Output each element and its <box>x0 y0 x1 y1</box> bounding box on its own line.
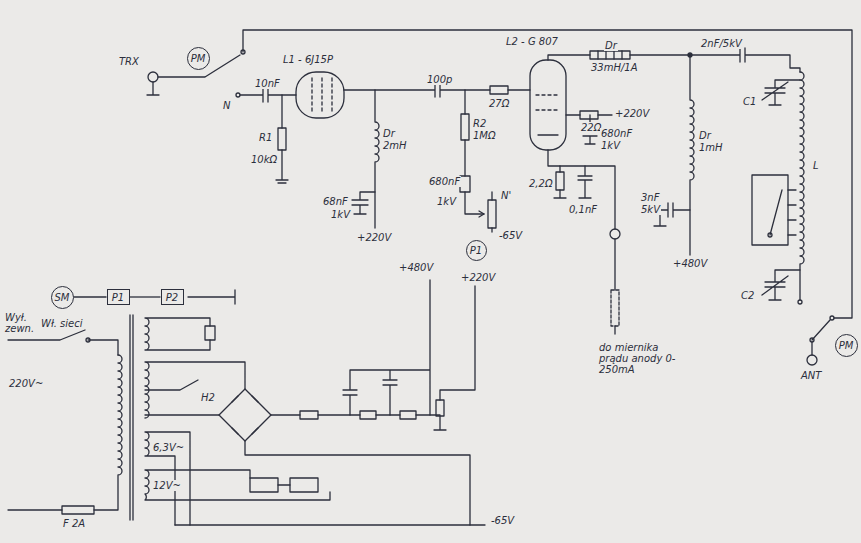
component-label: +480V <box>672 258 708 269</box>
marker-text: P1 <box>112 292 124 303</box>
component-label: R2 <box>472 118 487 129</box>
component-label: 1kV <box>330 209 351 220</box>
component-label: 3nF <box>640 192 660 203</box>
component-label: F 2A <box>62 518 86 529</box>
component-label: do miernika prądu anody 0-250mA <box>598 342 688 375</box>
component-label: 33mH/1A <box>590 62 639 73</box>
component-label: N <box>222 100 231 111</box>
component-label: 2mH <box>382 140 408 151</box>
marker-text: SM <box>55 292 70 303</box>
component-label: 10kΩ <box>250 154 278 165</box>
component-label: Dr <box>698 130 712 141</box>
component-label: 100p <box>426 74 453 85</box>
component-label: 220V~ <box>8 378 44 389</box>
component-label: 1MΩ <box>472 130 497 141</box>
component-label: 1kV <box>436 196 457 207</box>
component-label: 10nF <box>254 78 281 89</box>
component-label: R1 <box>258 132 273 143</box>
circled-marker: SM <box>51 286 74 309</box>
relay-box: P2 <box>161 289 184 305</box>
component-label: N' <box>500 190 512 201</box>
component-label: L1 - 6J15P <box>282 54 334 65</box>
circled-marker: PM <box>187 47 210 70</box>
component-label: H2 <box>200 392 216 403</box>
wire-connector <box>130 297 161 298</box>
wire-connector <box>74 297 107 298</box>
component-label: +220V <box>614 108 650 119</box>
marker-text: PM <box>839 340 854 351</box>
component-label: ANT <box>800 370 822 381</box>
component-label: 680nF <box>600 128 633 139</box>
component-label: +480V <box>398 262 434 273</box>
component-label: 680nF <box>428 176 461 187</box>
component-label: L2 - G 807 <box>505 36 559 47</box>
marker-text: PM <box>191 53 206 64</box>
marker-text: P1 <box>470 245 482 256</box>
component-label: 68nF <box>322 196 349 207</box>
circled-marker: P1 <box>466 240 487 261</box>
component-label: TRX <box>118 56 140 67</box>
component-label: 1mH <box>698 142 724 153</box>
circled-marker: PM <box>835 334 858 357</box>
component-label: -65V <box>490 515 515 526</box>
component-label: +220V <box>460 272 496 283</box>
marker-text: P2 <box>166 292 178 303</box>
component-label: 27Ω <box>488 98 510 109</box>
component-label: 2,2Ω <box>528 178 554 189</box>
component-label: Wł. sieci <box>40 318 84 329</box>
relay-box: P1 <box>107 289 130 305</box>
component-label: 0,1nF <box>568 204 598 215</box>
component-label: Dr <box>382 128 396 139</box>
component-label: +220V <box>356 232 392 243</box>
component-label: C1 <box>742 96 757 107</box>
component-label: -65V <box>498 230 523 241</box>
component-label: 1kV <box>600 140 621 151</box>
component-label: 12V~ <box>152 480 182 491</box>
component-label: Dr <box>604 40 618 51</box>
component-label: 6,3V~ <box>152 442 185 453</box>
component-label: L <box>812 160 820 171</box>
component-label: 2nF/5kV <box>700 38 743 49</box>
component-label: C2 <box>740 290 755 301</box>
component-label: 5kV <box>640 204 661 215</box>
